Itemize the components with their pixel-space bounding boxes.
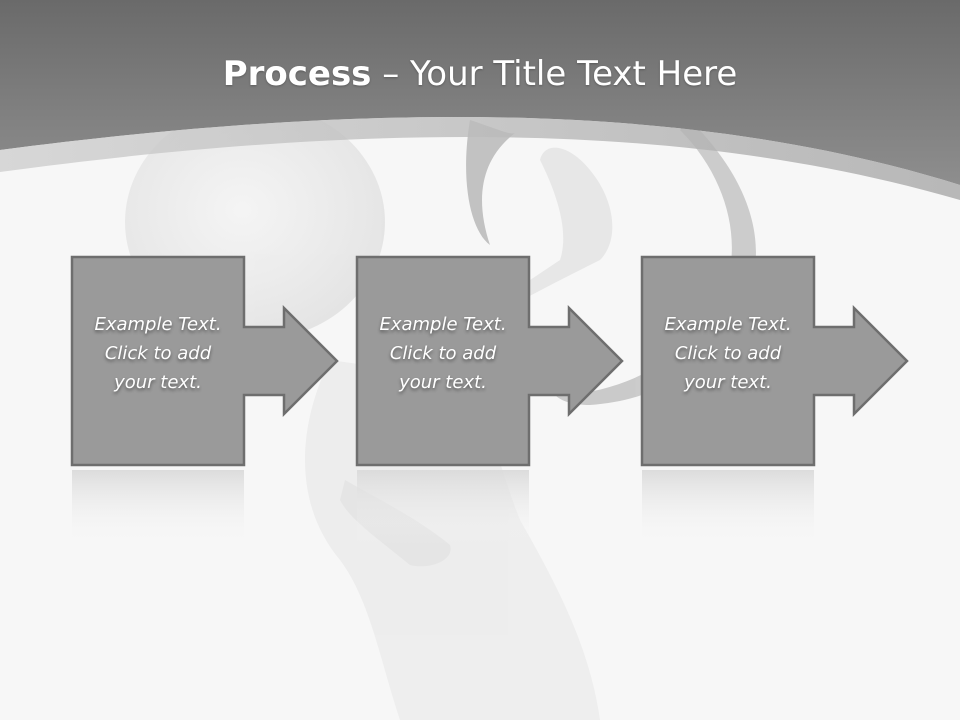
arrow-right-icon <box>640 255 909 467</box>
process-step-2[interactable]: Example Text. Click to add your text. <box>355 255 626 475</box>
step-text: Example Text. Click to add your text. <box>379 314 507 393</box>
step-reflection <box>641 470 911 550</box>
process-step-1[interactable]: Example Text. Click to add your text. <box>70 255 341 475</box>
process-step-3[interactable]: Example Text. Click to add your text. <box>640 255 911 475</box>
step-text: Example Text. Click to add your text. <box>664 314 792 393</box>
header-swoosh <box>0 116 960 200</box>
step-reflection <box>356 470 626 550</box>
arrow-right-icon <box>355 255 624 467</box>
arrow-right-icon <box>70 255 339 467</box>
page-title[interactable]: Process – Your Title Text Here <box>0 50 960 98</box>
title-bold: Process <box>222 54 372 94</box>
title-rest: – Your Title Text Here <box>371 54 738 94</box>
step-text: Example Text. Click to add your text. <box>94 314 222 393</box>
step-reflection <box>71 470 341 550</box>
header-band <box>0 0 960 185</box>
